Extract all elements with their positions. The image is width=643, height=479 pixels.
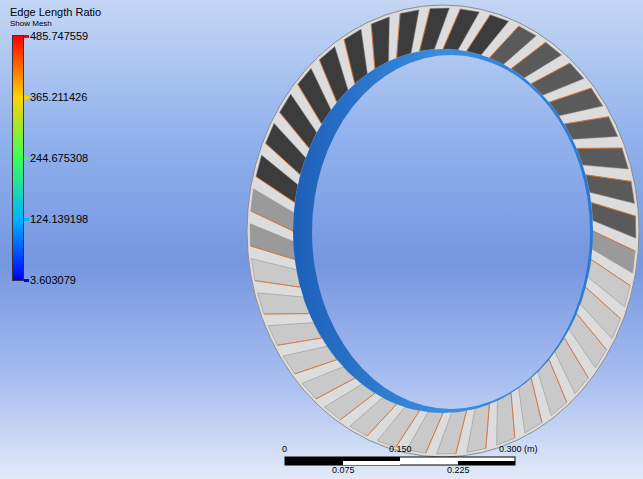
stator-blade xyxy=(577,148,629,169)
legend-tick xyxy=(24,279,29,282)
mesh-edge xyxy=(340,393,375,420)
scale-bar-frame xyxy=(285,457,515,465)
mesh-edge xyxy=(549,88,591,102)
legend-value: 124.139198 xyxy=(30,213,88,225)
legend-subtitle: Show Mesh xyxy=(10,20,52,29)
mesh-edge xyxy=(264,313,309,314)
stator-blade xyxy=(497,393,515,445)
stator-blade xyxy=(258,293,310,314)
mesh-edge xyxy=(367,404,397,436)
scale-bar-segment xyxy=(285,461,343,465)
stator-blade xyxy=(586,175,635,204)
scale-bar-segment xyxy=(458,461,515,465)
scale-value: 0.150 xyxy=(389,445,412,455)
mesh-edge xyxy=(586,175,632,182)
stator-blade xyxy=(302,367,355,399)
stator-blade xyxy=(397,10,420,58)
stator-blade xyxy=(252,259,301,288)
mesh-edge xyxy=(295,360,337,374)
legend-value: 485.747559 xyxy=(30,30,88,42)
stator-blade xyxy=(538,360,567,416)
mesh-edge xyxy=(344,40,355,84)
outer-shroud xyxy=(247,5,639,457)
stator-blade xyxy=(531,63,584,95)
scale-value: 0.075 xyxy=(332,466,355,476)
mesh-edge xyxy=(486,404,490,448)
mesh-edge xyxy=(549,360,567,403)
stator-blade xyxy=(283,346,337,374)
mesh-edge xyxy=(564,338,588,378)
mesh-edge xyxy=(467,15,491,51)
color-bar xyxy=(12,35,24,281)
mesh-edge xyxy=(256,177,295,203)
mesh-edge xyxy=(426,413,443,453)
mesh-edge xyxy=(277,338,321,345)
stator-blade xyxy=(564,117,617,140)
mesh-edge xyxy=(443,9,460,49)
mesh-edge xyxy=(564,117,608,124)
mesh-edge xyxy=(420,9,431,52)
mesh-edge xyxy=(251,211,293,231)
mesh-edge xyxy=(266,143,301,175)
legend-tick xyxy=(24,96,29,99)
mesh-edge xyxy=(456,411,467,454)
legend-title: Edge Length Ratio xyxy=(10,6,101,18)
legend-tick xyxy=(24,35,29,38)
stator-blade xyxy=(467,404,490,452)
stator-blade xyxy=(319,46,348,102)
mesh-edge xyxy=(511,393,515,438)
mesh-edge xyxy=(531,378,542,422)
stator-blade xyxy=(549,88,603,116)
mesh-edge xyxy=(298,84,322,124)
legend-value: 3.603079 xyxy=(30,274,76,286)
mesh-edge xyxy=(280,112,310,148)
scale-bar xyxy=(285,457,515,465)
mesh-edge xyxy=(577,314,607,350)
mesh-edge xyxy=(250,246,294,260)
legend-tick xyxy=(24,157,29,160)
mesh-edge xyxy=(396,411,420,447)
mesh-edge xyxy=(577,148,622,149)
mesh-edge xyxy=(489,26,519,58)
mesh-edge xyxy=(511,42,546,69)
legend-tick xyxy=(24,218,29,221)
mesh-edge xyxy=(255,281,300,288)
scale-value: 0 xyxy=(282,445,287,455)
mesh-edge xyxy=(531,63,570,84)
stator-blade xyxy=(268,323,321,346)
mesh-edge xyxy=(397,14,401,58)
stator-blade xyxy=(344,29,367,84)
hub-surface xyxy=(293,49,593,413)
mesh-edge xyxy=(316,378,355,399)
stator-blade xyxy=(591,203,636,239)
mesh-edge xyxy=(591,203,635,217)
blade-row xyxy=(250,8,636,454)
scale-value: 0.300 (m) xyxy=(499,445,538,455)
mesh-edge xyxy=(371,24,375,69)
scale-bar-segment xyxy=(285,457,400,461)
ring-opening xyxy=(312,55,590,409)
scale-bar-segment xyxy=(343,461,400,465)
mesh-edge xyxy=(586,287,621,319)
mesh-edge xyxy=(591,260,630,286)
legend-value: 365.211426 xyxy=(30,91,87,103)
legend-value: 244.675308 xyxy=(30,152,88,164)
scale-value: 0.225 xyxy=(447,466,470,476)
stator-blade xyxy=(519,378,542,433)
mesh-edge xyxy=(319,60,337,103)
stator-blade xyxy=(371,17,389,69)
